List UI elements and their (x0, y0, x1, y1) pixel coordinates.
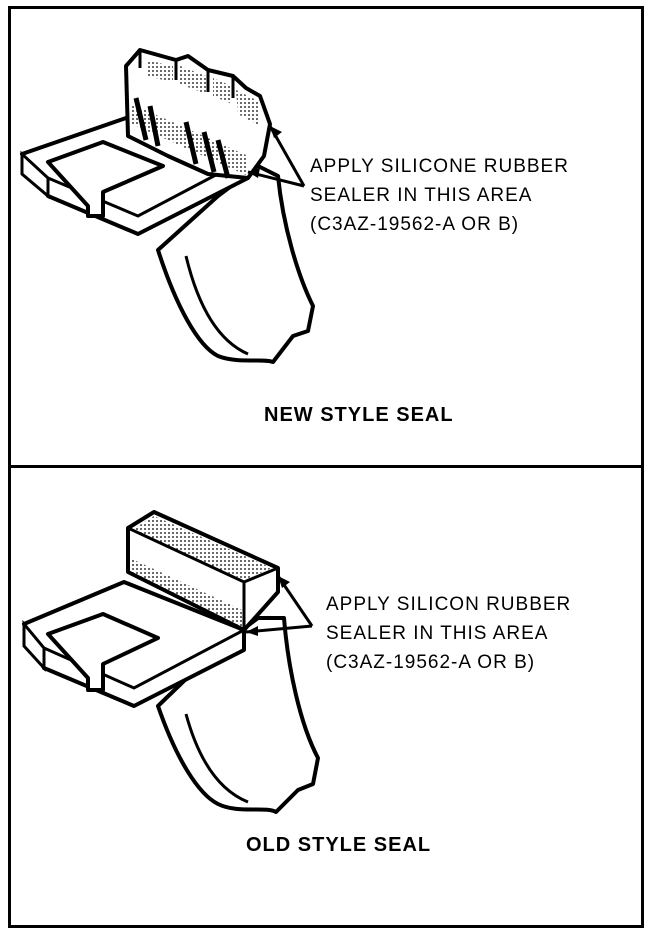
callout-line-3: (C3AZ-19562-A OR B) (310, 214, 520, 235)
cable-edge-line (184, 255, 249, 356)
new-style-seal-illustration (20, 48, 315, 364)
sealer-area-stipple (132, 516, 272, 580)
panel-old-style-seal: APPLY SILICON RUBBER SEALER IN THIS AREA… (8, 468, 644, 928)
cable-body (156, 616, 320, 814)
callout-text-old: APPLY SILICON RUBBER SEALER IN THIS AREA… (326, 590, 571, 677)
seal-ribs (133, 97, 231, 179)
caption-old-style-seal: OLD STYLE SEAL (246, 834, 432, 856)
callout-line-3: (C3AZ-19562-A OR B) (326, 652, 536, 673)
callout-line-2: SEALER IN THIS AREA (326, 623, 549, 644)
callout-line-2: SEALER IN THIS AREA (310, 185, 533, 206)
cable-body (156, 164, 315, 364)
callout-line-1: APPLY SILICON RUBBER (326, 594, 572, 615)
sealer-area-stipple (146, 60, 260, 126)
panel-divider (8, 465, 644, 468)
seal-slot (46, 140, 165, 218)
caption-new-style-seal: NEW STYLE SEAL (264, 404, 454, 426)
panel-new-style-seal: APPLY SILICONE RUBBER SEALER IN THIS ARE… (8, 6, 644, 465)
old-style-seal-illustration (22, 510, 320, 814)
callout-text-new: APPLY SILICONE RUBBER SEALER IN THIS ARE… (310, 152, 569, 239)
callout-line-1: APPLY SILICONE RUBBER (310, 156, 569, 177)
seal-slot (46, 612, 160, 692)
